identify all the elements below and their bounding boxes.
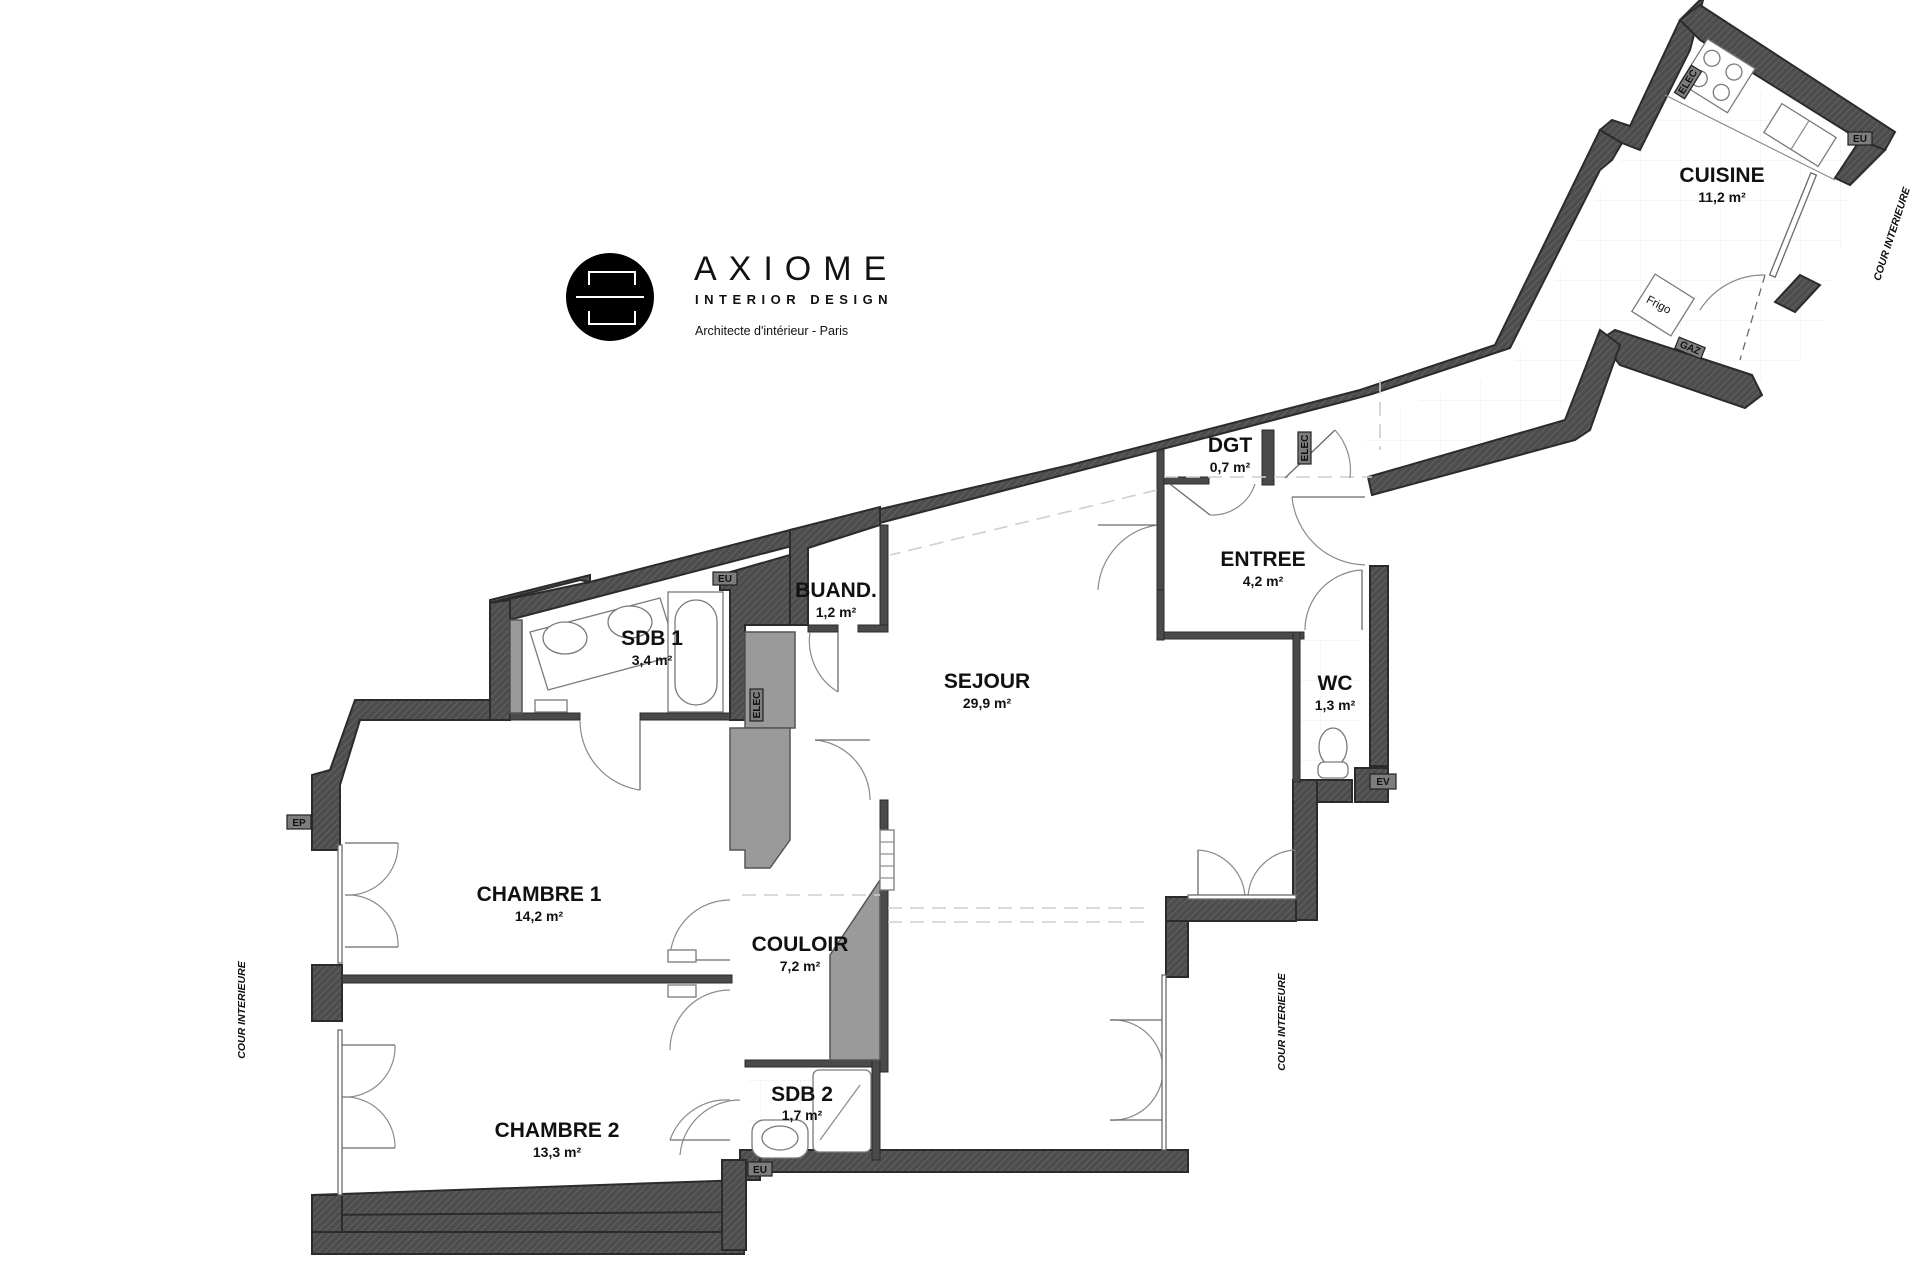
svg-text:29,9 m²: 29,9 m²: [963, 695, 1012, 711]
room-chambre1: CHAMBRE 1 14,2 m²: [477, 883, 602, 924]
tag-ev-wc: EV: [1369, 773, 1397, 790]
svg-text:ELEC: ELEC: [1300, 435, 1311, 462]
svg-text:SDB 1: SDB 1: [621, 627, 683, 650]
svg-text:DGT: DGT: [1208, 434, 1253, 457]
svg-text:ENTREE: ENTREE: [1220, 548, 1305, 571]
cour-interieure-center: COUR INTERIEURE: [1276, 972, 1288, 1070]
room-buand: BUAND. 1,2 m²: [795, 579, 877, 620]
tag-eu-sdb1: EU: [712, 571, 738, 586]
logo-frame-top-icon: [588, 271, 636, 285]
room-labels: CUISINE 11,2 m² DGT 0,7 m² ENTREE 4,2 m²…: [477, 164, 1765, 1160]
room-sdb2: SDB 2 1,7 m²: [771, 1083, 833, 1123]
svg-text:CHAMBRE 1: CHAMBRE 1: [477, 883, 602, 906]
svg-text:SEJOUR: SEJOUR: [944, 670, 1030, 693]
svg-text:SDB 2: SDB 2: [771, 1083, 833, 1106]
brand-name: AXIOME: [694, 250, 899, 288]
room-couloir: COULOIR 7,2 m²: [752, 933, 849, 974]
brand-tagline: Architecte d'intérieur - Paris: [695, 324, 849, 338]
room-wc: WC 1,3 m²: [1315, 672, 1356, 713]
tag-eu-sdb2: EU: [747, 1161, 773, 1177]
outer-walls: [311, 0, 1897, 1255]
svg-text:EP: EP: [292, 818, 306, 829]
cooktop-icon: [1679, 38, 1756, 114]
svg-text:3,4 m²: 3,4 m²: [632, 652, 673, 668]
fixtures: [529, 38, 1838, 1159]
brand-logo: [566, 253, 654, 341]
svg-text:ELEC: ELEC: [752, 692, 763, 719]
logo-frame-bottom-icon: [588, 311, 636, 325]
room-entree: ENTREE 4,2 m²: [1220, 548, 1305, 589]
brand-subtitle: INTERIOR DESIGN: [695, 292, 894, 307]
svg-text:EV: EV: [1376, 777, 1390, 788]
svg-text:EU: EU: [753, 1165, 767, 1176]
room-cuisine: CUISINE 11,2 m²: [1679, 164, 1764, 205]
beam-lines: [742, 380, 1381, 923]
cour-interieure-right: COUR INTERIEURE: [1871, 185, 1913, 282]
svg-text:COULOIR: COULOIR: [752, 933, 849, 956]
svg-text:7,2 m²: 7,2 m²: [780, 958, 821, 974]
room-dgt: DGT 0,7 m²: [1208, 434, 1253, 475]
svg-text:WC: WC: [1318, 672, 1353, 695]
tag-eu-cuisine: EU: [1847, 131, 1873, 146]
tag-elec-entree: ELEC: [1297, 431, 1312, 465]
room-chambre2: CHAMBRE 2 13,3 m²: [495, 1119, 620, 1160]
kitchen-sink-icon: [1762, 102, 1838, 168]
svg-text:4,2 m²: 4,2 m²: [1243, 573, 1284, 589]
stairs-icon: [879, 829, 895, 891]
svg-text:14,2 m²: 14,2 m²: [515, 908, 564, 924]
svg-text:1,3 m²: 1,3 m²: [1315, 697, 1356, 713]
svg-text:13,3 m²: 13,3 m²: [533, 1144, 582, 1160]
svg-text:1,7 m²: 1,7 m²: [782, 1107, 823, 1123]
tag-elec-buand: ELEC: [749, 688, 764, 722]
room-sejour: SEJOUR 29,9 m²: [944, 670, 1030, 711]
svg-text:EU: EU: [1853, 134, 1867, 145]
svg-text:CHAMBRE 2: CHAMBRE 2: [495, 1119, 620, 1142]
tag-ep: EP: [286, 814, 312, 830]
svg-text:1,2 m²: 1,2 m²: [816, 604, 857, 620]
fridge-icon: [1630, 273, 1696, 337]
cour-interieure-left: COUR INTERIEURE: [236, 960, 248, 1058]
logo-line-icon: [576, 296, 644, 298]
svg-text:CUISINE: CUISINE: [1679, 164, 1764, 187]
partitions: [341, 429, 1305, 1161]
tiled-floors: [748, 58, 1860, 1160]
ducts: [509, 619, 881, 1061]
svg-text:EU: EU: [718, 574, 732, 585]
svg-text:11,2 m²: 11,2 m²: [1698, 189, 1746, 205]
svg-text:BUAND.: BUAND.: [795, 579, 877, 602]
room-sdb1: SDB 1 3,4 m²: [621, 627, 683, 668]
svg-text:0,7 m²: 0,7 m²: [1210, 459, 1251, 475]
